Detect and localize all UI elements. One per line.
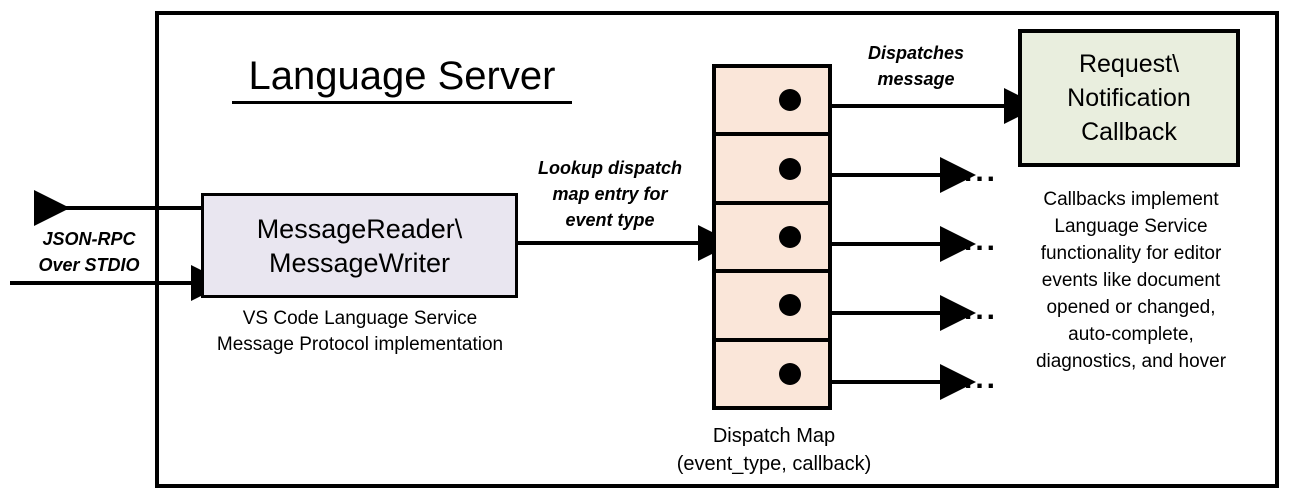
dispatch-map-row[interactable] [716,273,828,342]
callback-caption-line2: Language Service [1054,216,1208,237]
entry-dot-icon [779,362,801,385]
dispatch-map-table[interactable] [712,64,832,410]
callback-caption-line6: auto-complete, [1068,324,1194,345]
callback-caption-line4: events like document [1041,270,1221,291]
dispatch-caption-line1: Dispatch Map [712,425,836,447]
dispatch-msg-line1: Dispatches [867,43,965,63]
dispatch-map-row[interactable] [716,68,828,137]
jsonrpc-label-line2: Over STDIO [38,255,140,275]
dispatch-map-row[interactable] [716,341,828,407]
jsonrpc-label-line1: JSON-RPC [42,229,136,249]
ellipsis-5: ... [964,362,999,395]
callback-line-3: Callback [1081,118,1177,146]
callback-caption-line5: opened or changed, [1046,297,1216,318]
callback-caption-line7: diagnostics, and hover [1035,351,1227,372]
message-reader-caption: VS Code Language Service Message Protoco… [186,306,534,358]
reader-caption-line1: VS Code Language Service [242,308,478,329]
language-server-boundary [155,11,1279,488]
ellipsis-4: ... [964,293,999,326]
lookup-line2: map entry for [552,184,668,204]
dispatch-map-caption: Dispatch Map (event_type, callback) [645,422,903,478]
message-reader-writer-box[interactable]: MessageReader\ MessageWriter [201,193,518,298]
callback-caption-line1: Callbacks implement [1043,189,1219,210]
dispatch-msg-line2: message [877,69,955,89]
lookup-line3: event type [565,210,655,230]
reader-line-2: MessageWriter [268,247,451,278]
ellipsis-3: ... [964,224,999,257]
reader-caption-line2: Message Protocol implementation [216,334,504,355]
entry-dot-icon [779,89,801,112]
dispatch-caption-line2: (event_type, callback) [676,453,872,475]
dispatch-map-row[interactable] [716,136,828,205]
dispatch-map-row[interactable] [716,204,828,274]
ellipsis-2: ... [964,155,999,188]
request-notification-callback-box[interactable]: Request\ Notification Callback [1018,29,1240,167]
reader-line-1: MessageReader\ [256,213,463,244]
entry-dot-icon [779,157,801,180]
dispatches-message-label: Dispatches message [836,40,996,92]
callback-caption: Callbacks implement Language Service fun… [1006,186,1256,375]
callback-caption-line3: functionality for editor [1040,243,1222,264]
entry-dot-icon [779,226,801,249]
page-title: Language Server [232,52,572,104]
jsonrpc-transport-label: JSON-RPC Over STDIO [14,226,164,278]
lookup-line1: Lookup dispatch [538,158,682,178]
lookup-dispatch-label: Lookup dispatch map entry for event type [512,155,708,233]
callback-line-1: Request\ [1078,50,1180,78]
callback-line-2: Notification [1067,84,1191,112]
entry-dot-icon [779,294,801,317]
